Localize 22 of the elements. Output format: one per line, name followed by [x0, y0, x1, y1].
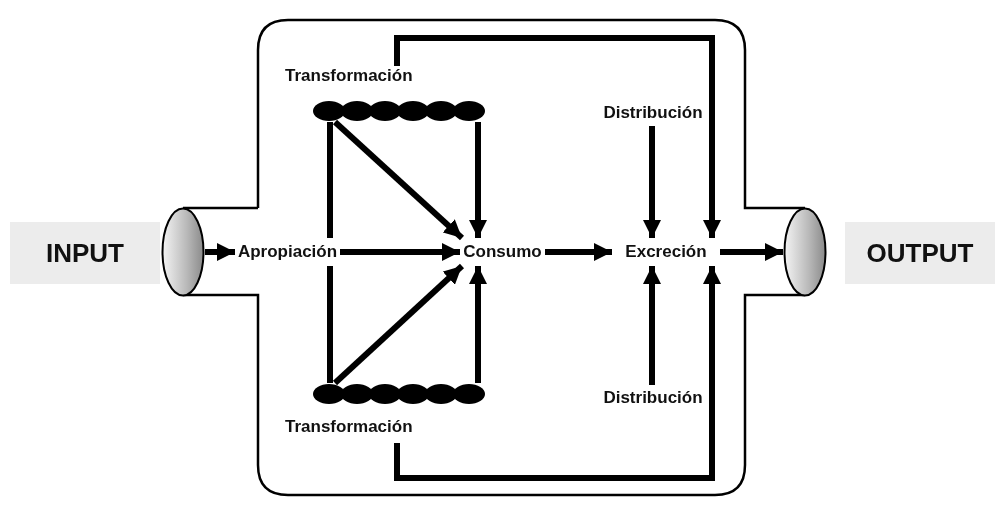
arrow	[394, 266, 721, 481]
process-label: Consumo	[460, 238, 545, 266]
process-label: Transformación	[285, 66, 413, 86]
process-label: Apropiación	[235, 238, 340, 266]
arrow	[720, 243, 783, 261]
process-label: Distribución	[598, 100, 708, 126]
arrow	[340, 243, 460, 261]
connector-line	[327, 122, 333, 238]
connector-line	[327, 266, 333, 383]
arrow	[205, 243, 235, 261]
arrow	[545, 243, 612, 261]
process-label: Excreción	[612, 238, 720, 266]
process-label: Transformación	[285, 417, 413, 437]
process-label: Distribución	[598, 385, 708, 411]
arrow	[469, 266, 487, 383]
arrow	[643, 126, 661, 238]
io-label: OUTPUT	[845, 222, 995, 284]
arrow	[469, 122, 487, 238]
arrow	[332, 263, 465, 386]
arrow	[332, 119, 465, 241]
io-label: INPUT	[10, 222, 160, 284]
arrow	[643, 266, 661, 385]
